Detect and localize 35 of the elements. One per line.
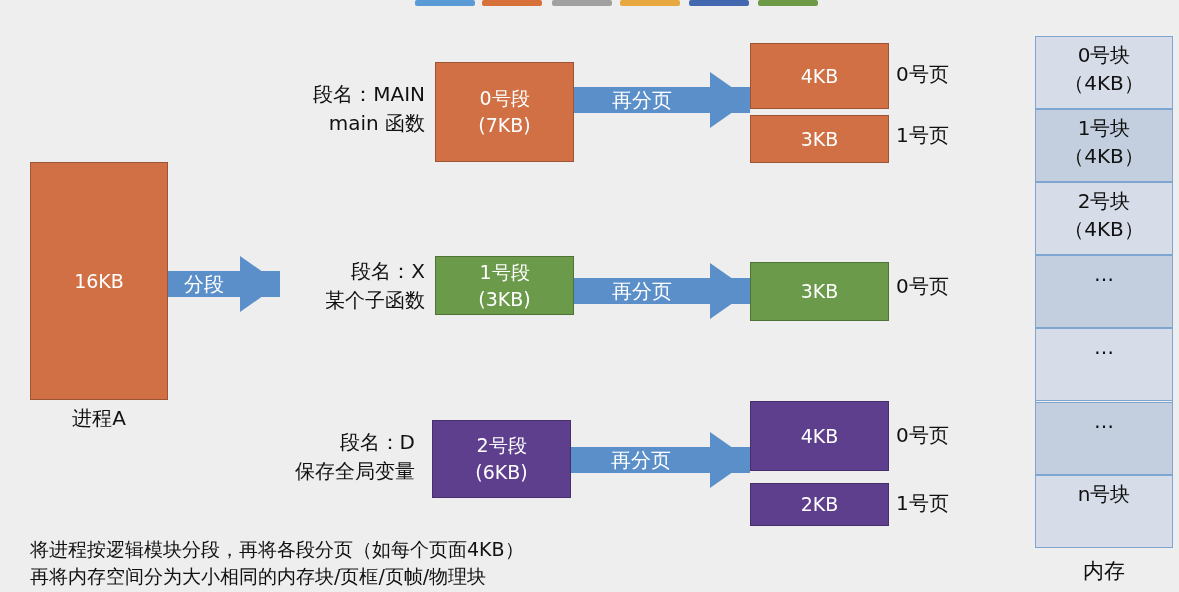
segment-caption: 1号页 [896, 122, 950, 149]
block: 0号段 (7KB) [435, 62, 574, 162]
edge-label: 再分页 [612, 86, 672, 114]
memory-heading: 内存 [1082, 558, 1126, 585]
memory-block: … [1035, 328, 1173, 402]
note-text: 将进程按逻辑模块分段，再将各段分页（如每个页面4KB） [30, 537, 524, 562]
edge-label: 分段 [184, 270, 224, 298]
edge-label: 再分页 [610, 446, 671, 474]
block-arrow [571, 432, 750, 488]
segment-caption: 段名：MAIN main 函数 [312, 81, 425, 137]
block-arrow [574, 263, 750, 319]
edge-label: 再分页 [612, 277, 672, 305]
block: 16KB [30, 162, 168, 400]
segment-caption: 段名：D 保存全局变量 [294, 429, 415, 485]
memory-block: 0号块（4KB） [1035, 36, 1173, 110]
segment-caption: 0号页 [896, 422, 950, 449]
block: 2号段 (6KB) [432, 420, 571, 498]
block-arrow [168, 256, 280, 312]
memory-block: … [1035, 401, 1173, 475]
block: 2KB [750, 483, 889, 526]
segment-caption: 进程A [71, 405, 127, 432]
segment-caption: 段名：X 某个子函数 [324, 258, 425, 314]
memory-block: … [1035, 255, 1173, 329]
segment-caption: 0号页 [896, 61, 950, 88]
block: 4KB [750, 401, 889, 471]
memory-block: 2号块（4KB） [1035, 182, 1173, 256]
block: 1号段 (3KB) [435, 256, 574, 315]
segment-caption: 0号页 [896, 273, 950, 300]
memory-block: 1号块（4KB） [1035, 109, 1173, 183]
memory-block: n号块 [1035, 474, 1173, 548]
note-text: 再将内存空间分为大小相同的内存块/页框/页帧/物理块 [30, 564, 487, 589]
segment-caption: 1号页 [896, 490, 950, 517]
block: 3KB [750, 115, 889, 163]
block: 3KB [750, 262, 889, 321]
block: 4KB [750, 43, 889, 109]
